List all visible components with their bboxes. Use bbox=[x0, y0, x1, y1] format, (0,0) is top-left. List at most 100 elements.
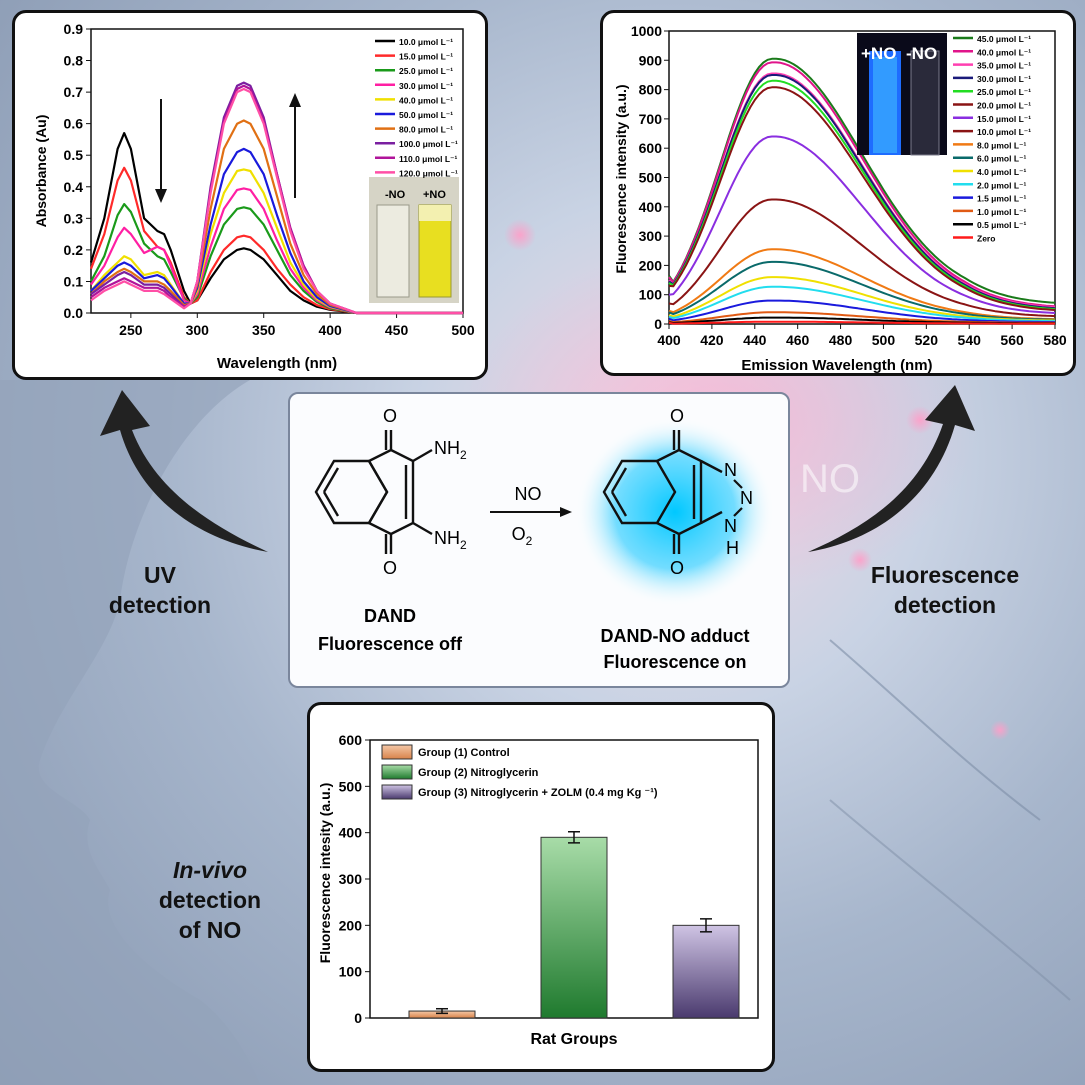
fl-y-tick-label: 600 bbox=[639, 140, 663, 156]
fl-series-line bbox=[668, 248, 1056, 321]
fl-series-line bbox=[668, 61, 1056, 308]
fl-legend-label: 20.0 μmol L⁻¹ bbox=[977, 101, 1031, 111]
fl-x-tick-label: 540 bbox=[958, 332, 982, 348]
invivo-label-line3: of NO bbox=[178, 917, 242, 943]
fl-x-tick-label: 480 bbox=[829, 332, 853, 348]
uv-series-line bbox=[90, 147, 463, 315]
invivo-label-line1: In-vivo bbox=[172, 857, 248, 883]
uv-y-tick-label: 0.2 bbox=[64, 242, 84, 258]
uv-y-tick-label: 0.7 bbox=[64, 84, 84, 100]
inset-label-plus-no: +NO bbox=[423, 189, 446, 201]
uv-x-tick-label: 350 bbox=[252, 322, 276, 338]
dand-structure bbox=[314, 430, 433, 554]
neuron-line bbox=[829, 639, 1041, 821]
reagent-o2: O2 bbox=[512, 524, 533, 548]
uv-y-axis-label: Absorbance (Au) bbox=[33, 115, 49, 228]
uv-legend-label: 120.0 μmol L⁻¹ bbox=[399, 168, 458, 178]
uv-legend-label: 50.0 μmol L⁻¹ bbox=[399, 110, 453, 120]
uv-plot-frame bbox=[90, 28, 464, 314]
fl-legend-label: 1.5 μmol L⁻¹ bbox=[977, 194, 1027, 204]
fl-y-tick-label: 1000 bbox=[631, 23, 662, 39]
uv-x-axis-label: Wavelength (nm) bbox=[217, 355, 337, 372]
fl-legend-label: 10.0 μmol L⁻¹ bbox=[977, 127, 1031, 137]
bar-y-tick-label: 0 bbox=[354, 1010, 362, 1026]
uv-legend-label: 30.0 μmol L⁻¹ bbox=[399, 81, 453, 91]
dand-oxygen-top: O bbox=[383, 406, 397, 426]
fl-legend-label: 6.0 μmol L⁻¹ bbox=[977, 154, 1027, 164]
bar-legend-label: Group (2) Nitroglycerin bbox=[418, 767, 539, 779]
glow-dot bbox=[504, 219, 536, 251]
fl-y-tick-label: 300 bbox=[639, 228, 663, 244]
fl-y-tick-label: 700 bbox=[639, 111, 663, 127]
bar-legend-label: Group (3) Nitroglycerin + ZOLM (0.4 mg K… bbox=[418, 787, 658, 799]
reagent-no: NO bbox=[515, 484, 542, 504]
fl-x-tick-label: 460 bbox=[786, 332, 810, 348]
product-oxygen-bottom: O bbox=[670, 558, 684, 578]
face-silhouette bbox=[0, 380, 260, 1085]
bar-legend-swatch bbox=[381, 784, 413, 800]
fl-series-line bbox=[668, 135, 1056, 314]
glow-dot bbox=[848, 548, 872, 572]
invivo-label-line2: detection bbox=[158, 887, 262, 913]
uv-series-line bbox=[90, 119, 463, 315]
inset-label-minus-no: -NO bbox=[906, 44, 937, 63]
uv-y-tick-label: 0.5 bbox=[64, 147, 84, 163]
fl-legend-label: 1.0 μmol L⁻¹ bbox=[977, 207, 1027, 217]
fl-series-line bbox=[668, 86, 1056, 311]
uv-x-tick-label: 400 bbox=[318, 322, 342, 338]
glow-dot bbox=[990, 720, 1010, 740]
uv-x-tick-label: 450 bbox=[385, 322, 409, 338]
product-name: DAND-NO adduct bbox=[601, 626, 750, 646]
fl-legend-label: 0.5 μmol L⁻¹ bbox=[977, 220, 1027, 230]
uv-x-tick-label: 250 bbox=[119, 322, 143, 338]
inset-label-plus-no: +NO bbox=[861, 44, 896, 63]
fl-x-tick-label: 400 bbox=[657, 332, 681, 348]
fl-legend-label: Zero bbox=[977, 234, 995, 244]
product-state: Fluorescence on bbox=[603, 652, 746, 672]
uv-series-line bbox=[90, 87, 463, 315]
fl-x-tick-label: 440 bbox=[743, 332, 767, 348]
uv-legend-label: 10.0 μmol L⁻¹ bbox=[399, 37, 453, 47]
fl-series-line bbox=[668, 74, 1056, 310]
fl-series-line bbox=[668, 299, 1056, 324]
reaction-scheme: O O NH2 NH2 NO O2 O O N N N bbox=[314, 406, 775, 672]
bar-y-tick-label: 400 bbox=[339, 825, 363, 841]
decrease-arrow bbox=[155, 99, 167, 203]
uv-legend: 10.0 μmol L⁻¹15.0 μmol L⁻¹25.0 μmol L⁻¹3… bbox=[375, 37, 458, 178]
uv-detection-label: UV detection bbox=[80, 560, 240, 620]
triazole-bonds bbox=[733, 479, 743, 517]
fl-series-line bbox=[668, 285, 1055, 323]
bar bbox=[540, 836, 608, 1019]
uv-y-tick-label: 0.0 bbox=[64, 305, 84, 321]
bar-x-axis-label: Rat Groups bbox=[530, 1031, 617, 1048]
reaction-arrow bbox=[490, 507, 572, 517]
fl-legend-label: 35.0 μmol L⁻¹ bbox=[977, 61, 1031, 71]
fl-y-tick-label: 500 bbox=[639, 170, 663, 186]
bar-y-tick-label: 100 bbox=[339, 964, 363, 980]
uv-x-tick-label: 300 bbox=[186, 322, 210, 338]
dand-oxygen-bottom: O bbox=[383, 558, 397, 578]
fl-x-tick-label: 500 bbox=[872, 332, 896, 348]
product-nitrogen-3: N bbox=[724, 516, 737, 536]
fl-x-tick-label: 420 bbox=[700, 332, 724, 348]
uv-label-line2: detection bbox=[108, 592, 212, 618]
uv-cuvette-photo: -NO +NO bbox=[369, 177, 459, 303]
bar-y-axis-label: Fluorescence intesity (a.u.) bbox=[317, 783, 333, 964]
uv-legend-label: 80.0 μmol L⁻¹ bbox=[399, 125, 453, 135]
fl-x-axis-label: Emission Wavelength (nm) bbox=[741, 357, 932, 373]
fl-y-tick-label: 200 bbox=[639, 257, 663, 273]
fl-legend-label: 2.0 μmol L⁻¹ bbox=[977, 180, 1027, 190]
in-vivo-detection-label: In-vivo detection of NO bbox=[120, 855, 300, 945]
increase-arrow bbox=[289, 93, 301, 198]
uv-x-tick-label: 500 bbox=[451, 322, 475, 338]
uv-y-tick-label: 0.6 bbox=[64, 116, 84, 132]
uv-curved-arrow bbox=[100, 390, 268, 552]
dand-no-structure bbox=[602, 430, 723, 554]
uv-y-tick-label: 0.9 bbox=[64, 21, 84, 37]
